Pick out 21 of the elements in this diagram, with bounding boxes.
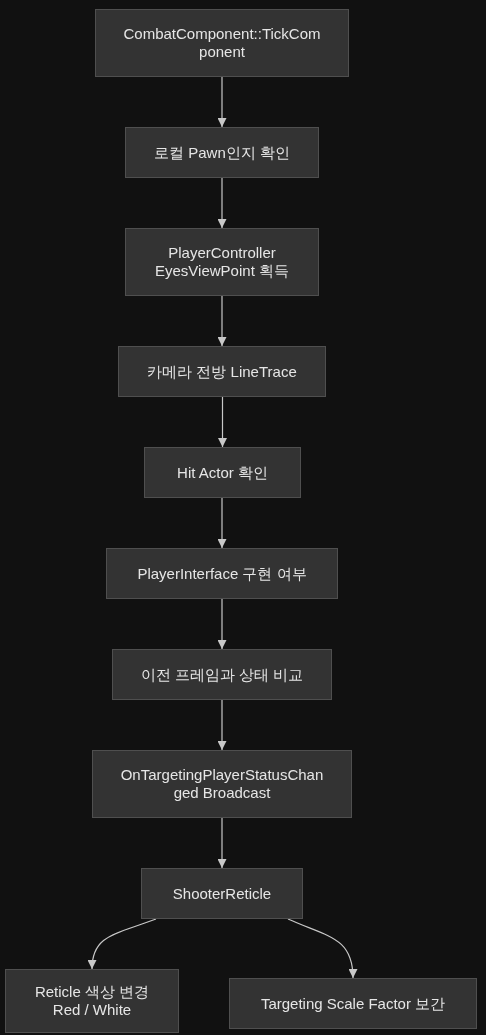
process-box: Targeting Scale Factor 보간 [229, 978, 477, 1029]
process-box: Hit Actor 확인 [144, 447, 301, 498]
process-box: 카메라 전방 LineTrace [118, 346, 326, 397]
arrow [217, 817, 227, 869]
process-box: 로컬 Pawn인지 확인 [125, 127, 319, 178]
arrow [218, 396, 227, 448]
arrow [217, 177, 227, 229]
process-box: 이전 프레임과 상태 비교 [112, 649, 332, 700]
process-box: OnTargetingPlayerStatusChanged Broadcast [92, 750, 352, 818]
arrow [217, 598, 227, 650]
process-box: PlayerInterface 구현 여부 [106, 548, 338, 599]
arrow [88, 918, 157, 970]
process-box: CombatComponent::TickComponent [95, 9, 349, 77]
process-box: Reticle 색상 변경 Red / White [5, 969, 179, 1033]
arrow [217, 295, 227, 347]
arrow [287, 918, 357, 979]
arrow [217, 76, 227, 128]
arrow [217, 497, 227, 549]
arrow [217, 699, 227, 751]
process-box: PlayerController EyesViewPoint 획득 [125, 228, 319, 296]
process-box: ShooterReticle [141, 868, 303, 919]
